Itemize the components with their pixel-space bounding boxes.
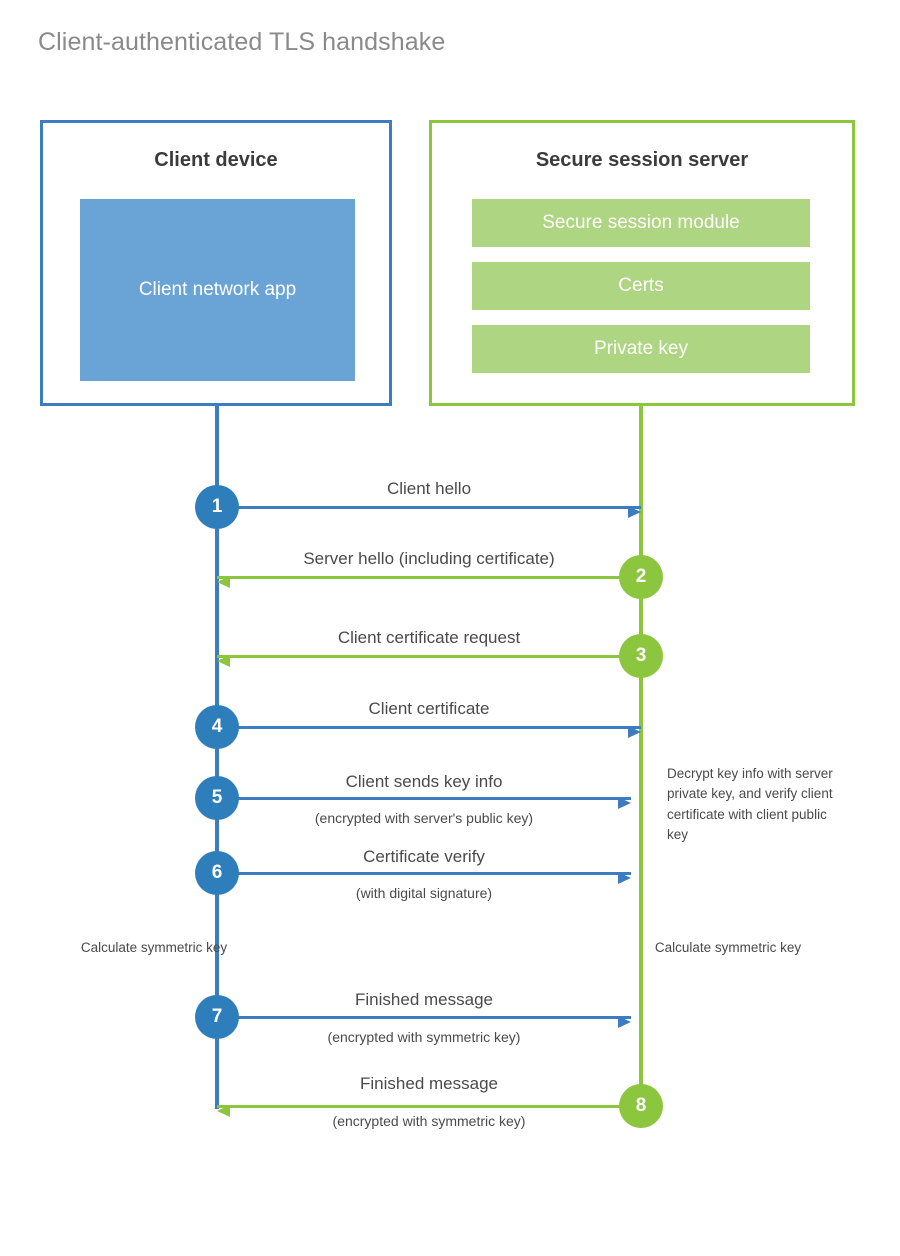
message-line-2: [217, 576, 641, 579]
arrowhead-right-icon-4: [628, 726, 641, 738]
step-circle-2: 2: [619, 555, 663, 599]
step-circle-4: 4: [195, 705, 239, 749]
message-sublabel-5: (encrypted with server's public key): [314, 810, 534, 826]
message-label-1: Client hello: [386, 479, 472, 498]
message-line-8: [217, 1105, 641, 1108]
message-label-6: Certificate verify: [363, 847, 485, 866]
step-circle-1: 1: [195, 485, 239, 529]
server-calculate-symmetric-key-note: Calculate symmetric key: [654, 940, 802, 955]
message-label-8: Finished message: [360, 1074, 498, 1093]
step-circle-8: 8: [619, 1084, 663, 1128]
message-line-6: [217, 872, 631, 875]
client-network-app-block: Client network app: [80, 199, 355, 381]
step-circle-7: 7: [195, 995, 239, 1039]
message-label-2: Server hello (including certificate): [303, 549, 555, 568]
message-label-7: Finished message: [355, 990, 493, 1009]
client-device-title: Client device: [154, 149, 278, 171]
arrowhead-right-icon-1: [628, 506, 641, 518]
server-component-certs: Certs: [472, 262, 810, 310]
secure-session-server-box: Secure session server Secure session mod…: [429, 120, 855, 406]
server-lifeline: [639, 404, 643, 1106]
arrowhead-left-icon-2: [217, 576, 230, 588]
message-sublabel-8: (encrypted with symmetric key): [332, 1113, 526, 1129]
client-calculate-symmetric-key-note: Calculate symmetric key: [80, 940, 228, 955]
message-line-1: [217, 506, 641, 509]
arrowhead-right-icon-5: [618, 797, 631, 809]
secure-session-server-title: Secure session server: [535, 149, 749, 171]
step-circle-3: 3: [619, 634, 663, 678]
message-line-3: [217, 655, 641, 658]
server-decrypt-note: Decrypt key info with server private key…: [667, 766, 833, 842]
page-title: Client-authenticated TLS handshake: [38, 28, 446, 56]
message-label-5: Client sends key info: [345, 772, 503, 791]
client-lifeline: [215, 404, 219, 1109]
arrowhead-left-icon-8: [217, 1105, 230, 1117]
arrowhead-right-icon-6: [618, 872, 631, 884]
arrowhead-left-icon-3: [217, 655, 230, 667]
message-label-3: Client certificate request: [337, 628, 521, 647]
server-component-secure-session-module: Secure session module: [472, 199, 810, 247]
step-circle-6: 6: [195, 851, 239, 895]
client-device-box: Client device Client network app: [40, 120, 392, 406]
message-sublabel-7: (encrypted with symmetric key): [327, 1029, 521, 1045]
message-sublabel-6: (with digital signature): [355, 885, 493, 901]
message-line-5: [217, 797, 631, 800]
arrowhead-right-icon-7: [618, 1016, 631, 1028]
message-line-4: [217, 726, 641, 729]
message-label-4: Client certificate: [368, 699, 490, 718]
message-line-7: [217, 1016, 631, 1019]
step-circle-5: 5: [195, 776, 239, 820]
server-component-private-key: Private key: [472, 325, 810, 373]
